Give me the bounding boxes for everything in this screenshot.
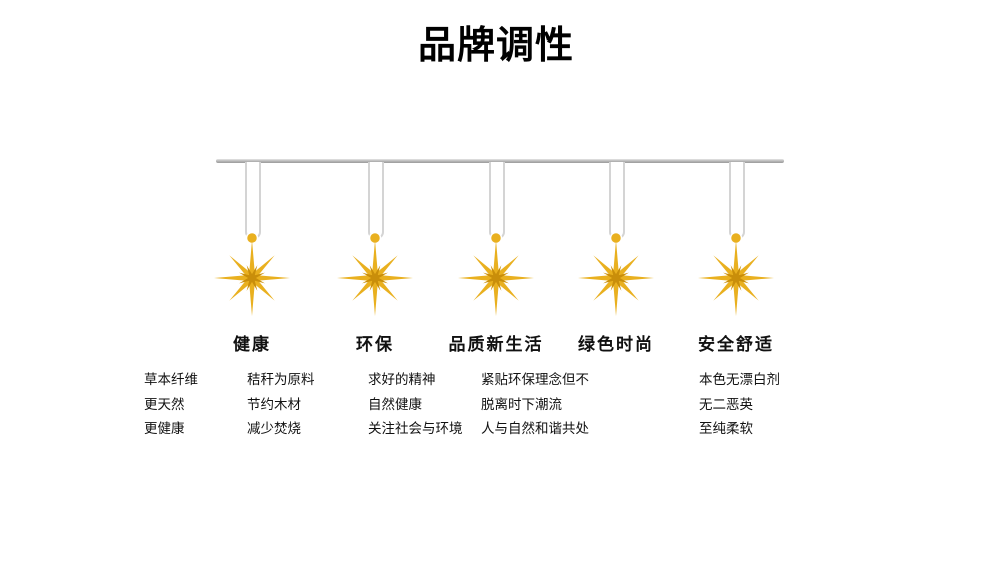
ray-icon xyxy=(496,274,534,282)
ray-icon xyxy=(229,275,255,301)
ray-icon xyxy=(249,275,275,301)
item-description: 紧贴环保理念但不 脱离时下潮流 人与自然和谐共处 xyxy=(481,368,589,442)
ray-icon xyxy=(736,274,774,282)
ray-icon xyxy=(473,255,499,281)
description-line: 秸秆为原料 xyxy=(247,372,315,388)
ray-icon xyxy=(493,255,519,281)
ray-icon xyxy=(352,255,378,281)
star-core-icon xyxy=(492,274,500,282)
ray-icon xyxy=(375,274,413,282)
hanging-tube xyxy=(609,162,625,239)
item-description: 草本纤维 更天然 更健康 xyxy=(144,368,198,442)
ray-icon xyxy=(616,274,654,282)
ray-icon xyxy=(372,255,398,281)
item-title: 安全舒适 xyxy=(698,335,774,355)
ray-icon xyxy=(613,275,639,301)
ray-icon xyxy=(473,275,499,301)
pendant-health: 健康 草本纤维 更天然 更健康 xyxy=(144,160,332,450)
description-line: 脱离时下潮流 xyxy=(481,396,562,413)
description-line: 减少焚烧 xyxy=(247,421,301,437)
item-description: 秸秆为原料 节约木材 减少焚烧 xyxy=(247,368,315,442)
pendant-safe-comfort: 安全舒适 本色无漂白剂 无二恶英 至纯柔软 xyxy=(656,160,816,450)
description-line: 本色无漂白剂 xyxy=(699,372,780,388)
item-title: 绿色时尚 xyxy=(578,335,654,355)
star-core-icon xyxy=(732,274,740,282)
hanging-tube xyxy=(489,162,505,239)
pendant-green-fashion: 绿色时尚 紧贴环保理念但不 脱离时下潮流 人与自然和谐共处 xyxy=(481,160,696,450)
description-line: 自然健康 xyxy=(368,396,422,413)
starburst-icon xyxy=(337,231,413,316)
hanging-tube xyxy=(368,162,384,239)
ray-icon xyxy=(593,255,619,281)
ray-icon xyxy=(593,275,619,301)
ray-icon xyxy=(733,255,759,281)
ray-icon xyxy=(229,255,255,281)
pendant-eco: 环保 秸秆为原料 节约木材 减少焚烧 xyxy=(247,160,455,450)
ray-icon xyxy=(493,275,519,301)
ray-icon xyxy=(733,275,759,301)
ray-icon xyxy=(698,274,736,282)
pendant-quality-life: 品质新生活 求好的精神 自然健康 关注社会与环境 xyxy=(368,160,576,450)
ray-icon xyxy=(371,240,379,278)
item-title: 品质新生活 xyxy=(448,335,544,355)
ray-icon xyxy=(578,274,616,282)
ray-icon xyxy=(732,240,740,278)
item-description: 求好的精神 自然健康 关注社会与环境 xyxy=(368,368,463,442)
ray-icon xyxy=(713,255,739,281)
ray-icon xyxy=(371,278,379,316)
ray-icon xyxy=(337,274,375,282)
ray-icon xyxy=(713,275,739,301)
star-core-icon xyxy=(248,274,256,282)
ray-icon xyxy=(612,240,620,278)
ray-icon xyxy=(732,278,740,316)
starburst-icon xyxy=(214,231,290,316)
description-line: 无二恶英 xyxy=(699,396,753,413)
ray-icon xyxy=(372,275,398,301)
item-title: 环保 xyxy=(356,335,394,355)
hanging-tube xyxy=(245,162,261,239)
ray-icon xyxy=(613,255,639,281)
description-line: 节约木材 xyxy=(247,396,301,413)
ray-icon xyxy=(248,240,256,278)
description-line: 更天然 xyxy=(144,396,185,413)
starburst-icon xyxy=(698,231,774,316)
description-line: 更健康 xyxy=(144,421,185,437)
description-line: 求好的精神 xyxy=(368,372,436,388)
page-title: 品牌调性 xyxy=(417,22,574,67)
star-core-icon xyxy=(371,274,379,282)
description-line: 人与自然和谐共处 xyxy=(481,421,589,437)
ray-icon xyxy=(492,240,500,278)
ray-icon xyxy=(252,274,290,282)
ray-icon xyxy=(492,278,500,316)
description-line: 至纯柔软 xyxy=(699,421,753,437)
hanging-rail xyxy=(216,159,784,163)
ray-icon xyxy=(249,255,275,281)
starburst-icon xyxy=(458,231,534,316)
description-line: 紧贴环保理念但不 xyxy=(481,372,589,388)
item-title: 健康 xyxy=(233,335,271,355)
ray-icon xyxy=(612,278,620,316)
ray-icon xyxy=(248,278,256,316)
ray-icon xyxy=(458,274,496,282)
starburst-icon xyxy=(578,231,654,316)
ray-icon xyxy=(214,274,252,282)
item-description: 本色无漂白剂 无二恶英 至纯柔软 xyxy=(699,368,780,442)
hanging-tube xyxy=(729,162,745,239)
ray-icon xyxy=(352,275,378,301)
star-core-icon xyxy=(612,274,620,282)
description-line: 草本纤维 xyxy=(144,372,198,388)
description-line: 关注社会与环境 xyxy=(368,421,463,437)
